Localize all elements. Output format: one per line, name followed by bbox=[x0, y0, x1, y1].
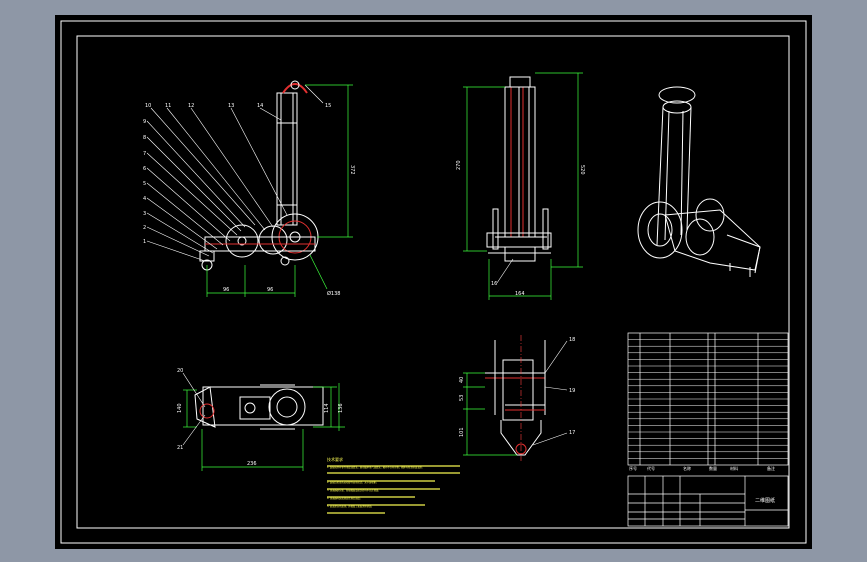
title-block bbox=[627, 475, 789, 527]
table-header-material: 材料 bbox=[730, 465, 738, 471]
tech-notes-title: 技术要求 bbox=[327, 456, 343, 462]
section-leader-17: 17 bbox=[569, 430, 575, 436]
table-header-name: 名称 bbox=[683, 465, 691, 471]
front-dim-left: 96 bbox=[223, 287, 229, 293]
outer-frame bbox=[60, 20, 807, 544]
cad-drawing: 10 11 12 13 14 9 8 7 6 5 4 3 2 1 15 372 … bbox=[60, 20, 807, 544]
tech-note-line: 2. 装配后检查各运动部件运动灵活，无卡滞现象。 bbox=[327, 480, 378, 484]
front-leader-14: 14 bbox=[257, 103, 263, 109]
side-leader-16: 16 bbox=[491, 281, 497, 287]
front-dim-right: 96 bbox=[267, 287, 273, 293]
section-dim-40: 40 bbox=[459, 377, 465, 383]
table-header-remark: 备注 bbox=[767, 465, 775, 471]
front-dim-diameter: Ø138 bbox=[327, 290, 340, 297]
side-dim-bottom: 164 bbox=[515, 291, 525, 297]
top-view bbox=[182, 372, 345, 471]
drawing-sheet: 10 11 12 13 14 9 8 7 6 5 4 3 2 1 15 372 … bbox=[55, 15, 812, 549]
front-leader-10: 10 bbox=[145, 103, 151, 109]
front-leader-15: 15 bbox=[325, 103, 331, 109]
isometric-view bbox=[637, 86, 761, 277]
top-leader-20: 20 bbox=[177, 368, 183, 374]
front-leader-11: 11 bbox=[165, 103, 171, 109]
front-leader-4: 4 bbox=[143, 196, 146, 202]
section-leader-18: 18 bbox=[569, 337, 575, 343]
parts-table-rows bbox=[628, 339, 788, 459]
front-dim-height: 372 bbox=[349, 165, 355, 175]
front-leader-6: 6 bbox=[143, 166, 146, 172]
tech-notes-lines bbox=[327, 465, 460, 514]
front-leader-3: 3 bbox=[143, 211, 146, 217]
side-dim-left: 270 bbox=[456, 160, 462, 170]
front-leader-7: 7 bbox=[143, 151, 146, 157]
side-dim-right: 520 bbox=[579, 165, 585, 175]
section-leader-19: 19 bbox=[569, 388, 575, 394]
top-dim-left: 140 bbox=[177, 403, 183, 413]
tech-note-line: 4. 减速器内装润滑油至规定高度。 bbox=[327, 496, 362, 500]
tech-note-line: 5. 表面涂灰色油漆，外露加工表面涂防锈油。 bbox=[327, 504, 374, 508]
section-dim-53: 53 bbox=[459, 395, 465, 401]
front-leader-2: 2 bbox=[143, 225, 146, 231]
front-leader-8: 8 bbox=[143, 135, 146, 141]
tech-note-line: 3. 减速器剖分面、各接触面及密封处均不允许漏油。 bbox=[327, 488, 380, 492]
front-leader-9: 9 bbox=[143, 119, 146, 125]
section-dim-101: 101 bbox=[459, 427, 465, 437]
top-dim-right-b: 136 bbox=[338, 403, 344, 413]
title-block-name: 二维图纸 bbox=[755, 497, 775, 504]
front-leader-12: 12 bbox=[188, 103, 194, 109]
top-leader-21: 21 bbox=[177, 445, 183, 451]
top-dim-right-a: 114 bbox=[324, 403, 330, 413]
inner-frame bbox=[76, 35, 790, 529]
side-view bbox=[463, 72, 583, 300]
top-dim-bottom: 236 bbox=[247, 461, 257, 467]
table-header-code: 代号 bbox=[647, 465, 655, 471]
section-view bbox=[463, 335, 568, 461]
table-header-qty: 数量 bbox=[709, 465, 717, 471]
table-header-index: 序号 bbox=[629, 465, 637, 471]
front-view bbox=[146, 80, 353, 297]
tech-note-line: 1. 装配前所有零件用煤油清洗，滚动轴承用汽油清洗，箱内不许有杂物，箱体内壁涂耐… bbox=[327, 465, 424, 469]
front-leader-5: 5 bbox=[143, 181, 146, 187]
front-leader-13: 13 bbox=[228, 103, 234, 109]
front-leader-1: 1 bbox=[143, 239, 146, 245]
